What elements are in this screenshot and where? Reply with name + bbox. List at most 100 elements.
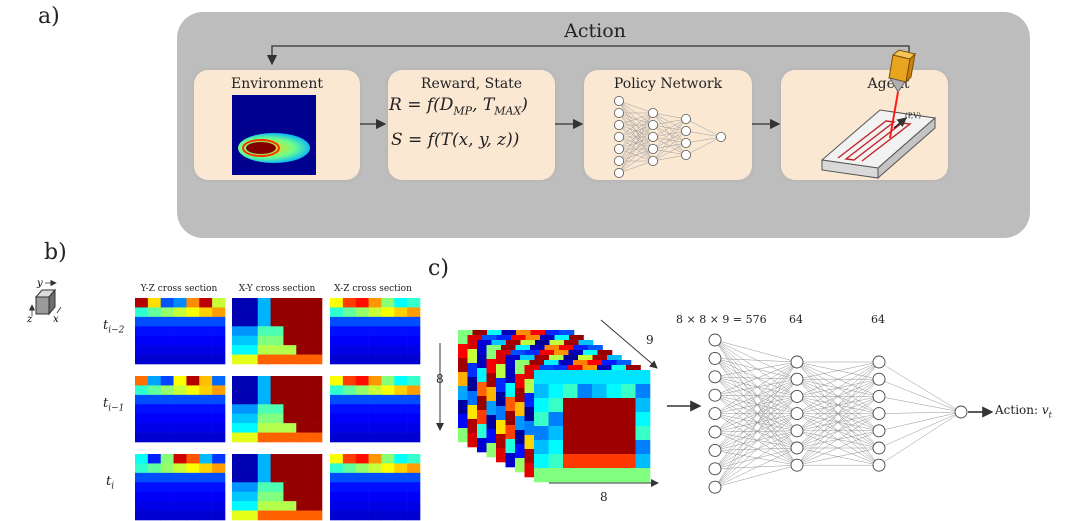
heatmap-cell xyxy=(309,307,323,318)
heatmap-cell xyxy=(173,354,187,365)
network-node xyxy=(708,333,722,347)
mini-network-node xyxy=(681,126,692,137)
mini-network-node xyxy=(648,120,659,131)
heatmap-cell xyxy=(173,335,187,346)
heatmap-cell xyxy=(199,307,213,318)
heatmap-cell xyxy=(330,376,344,386)
heatmap-cell xyxy=(160,413,174,424)
heatmap-cell xyxy=(368,423,382,433)
heatmap-cell xyxy=(212,307,226,318)
heatmap-cell xyxy=(270,491,284,502)
tensor-cell xyxy=(548,398,564,413)
mini-network-node xyxy=(614,120,625,131)
heatmap-cell xyxy=(309,385,323,396)
heatmap-cell xyxy=(394,376,408,386)
stage-environment-title: Environment xyxy=(231,76,323,92)
heatmap-cell xyxy=(330,472,344,483)
heatmap-cell xyxy=(368,326,382,337)
heatmap-cell xyxy=(257,463,271,474)
heatmap-cell xyxy=(186,385,200,396)
layer-label-input: 8 × 8 × 9 = 576 xyxy=(676,313,767,326)
heatmap-cell xyxy=(394,326,408,337)
heatmap-cell xyxy=(212,510,226,521)
tensor-cell xyxy=(592,370,607,385)
heatmap-cell xyxy=(135,413,149,424)
heatmap-cell xyxy=(199,394,213,405)
heatmap-cell xyxy=(296,404,310,415)
heatmap-cell xyxy=(368,316,382,327)
heatmap-cell xyxy=(199,404,213,415)
heatmap-cell xyxy=(342,423,357,433)
tensor-cell xyxy=(606,426,622,441)
heatmap-cell xyxy=(173,482,187,493)
heatmap-cell xyxy=(394,404,408,415)
heatmap-cell xyxy=(381,394,395,405)
stage-policy-network: Policy Network xyxy=(584,70,752,180)
heatmap-cell xyxy=(342,432,357,443)
heatmap-cell xyxy=(270,335,284,346)
heatmap-cell xyxy=(296,394,310,405)
heatmap-cell xyxy=(199,482,213,493)
heatmap-cell xyxy=(147,298,162,308)
heatmap-cell xyxy=(330,335,344,346)
heatmap-cell xyxy=(309,326,323,337)
heatmap-cell xyxy=(407,354,421,365)
heatmap-cell xyxy=(257,376,271,386)
heatmap-cell xyxy=(212,472,226,483)
heatmap-cell xyxy=(394,491,408,502)
heatmap-cell xyxy=(147,472,162,483)
tensor-cell xyxy=(548,468,564,483)
heatmap-cell xyxy=(270,463,284,474)
heatmap-cell xyxy=(160,432,174,443)
panel-label-b: b) xyxy=(44,240,67,265)
mini-network-node xyxy=(614,131,625,142)
heatmap-cell xyxy=(244,491,259,502)
heatmap-cell xyxy=(173,298,187,308)
heatmap-cell xyxy=(212,298,226,308)
heatmap-cell xyxy=(244,432,259,443)
heatmap-cell xyxy=(355,501,369,511)
heatmap-cell xyxy=(309,335,323,346)
heatmap-cell xyxy=(212,394,226,405)
heatmap-cell xyxy=(394,482,408,493)
heatmap-cell xyxy=(160,307,174,318)
heatmap-cell xyxy=(186,472,200,483)
heatmap-cell xyxy=(232,307,246,318)
heatmap-cell xyxy=(283,404,297,415)
heatmap-cell xyxy=(147,413,162,424)
tensor-cell xyxy=(621,440,636,455)
heatmap-cell xyxy=(296,432,310,443)
heatmap-cell xyxy=(309,376,323,386)
heatmap-cell xyxy=(330,510,344,521)
heatmap-cell xyxy=(244,298,259,308)
heatmap-cell xyxy=(283,335,297,346)
heatmap-cell xyxy=(330,354,344,365)
heatmap-cell xyxy=(186,316,200,327)
heatmap-cell xyxy=(355,423,369,433)
cross-section-map xyxy=(232,454,323,521)
heatmap-cell xyxy=(173,376,187,386)
heatmap-cell xyxy=(232,491,246,502)
heatmap-cell xyxy=(270,510,284,521)
heatmap-cell xyxy=(270,404,284,415)
tensor-cell xyxy=(621,384,636,399)
tensor-cell xyxy=(621,412,636,427)
heatmap-cell xyxy=(296,385,310,396)
network-node xyxy=(954,405,968,419)
heatmap-cell xyxy=(244,376,259,386)
heatmap-cell xyxy=(160,454,174,464)
heatmap-cell xyxy=(244,326,259,337)
tensor-cell xyxy=(534,468,549,483)
heatmap-cell xyxy=(368,501,382,511)
heatmap-cell xyxy=(309,491,323,502)
heatmap-cell xyxy=(368,510,382,521)
heatmap-cell xyxy=(232,345,246,355)
heatmap-cell xyxy=(355,454,369,464)
tensor-cell xyxy=(592,398,607,413)
heatmap-cell xyxy=(147,454,162,464)
heatmap-cell xyxy=(160,354,174,365)
heatmap-cell xyxy=(309,472,323,483)
heatmap-cell xyxy=(244,394,259,405)
heatmap-cell xyxy=(355,510,369,521)
